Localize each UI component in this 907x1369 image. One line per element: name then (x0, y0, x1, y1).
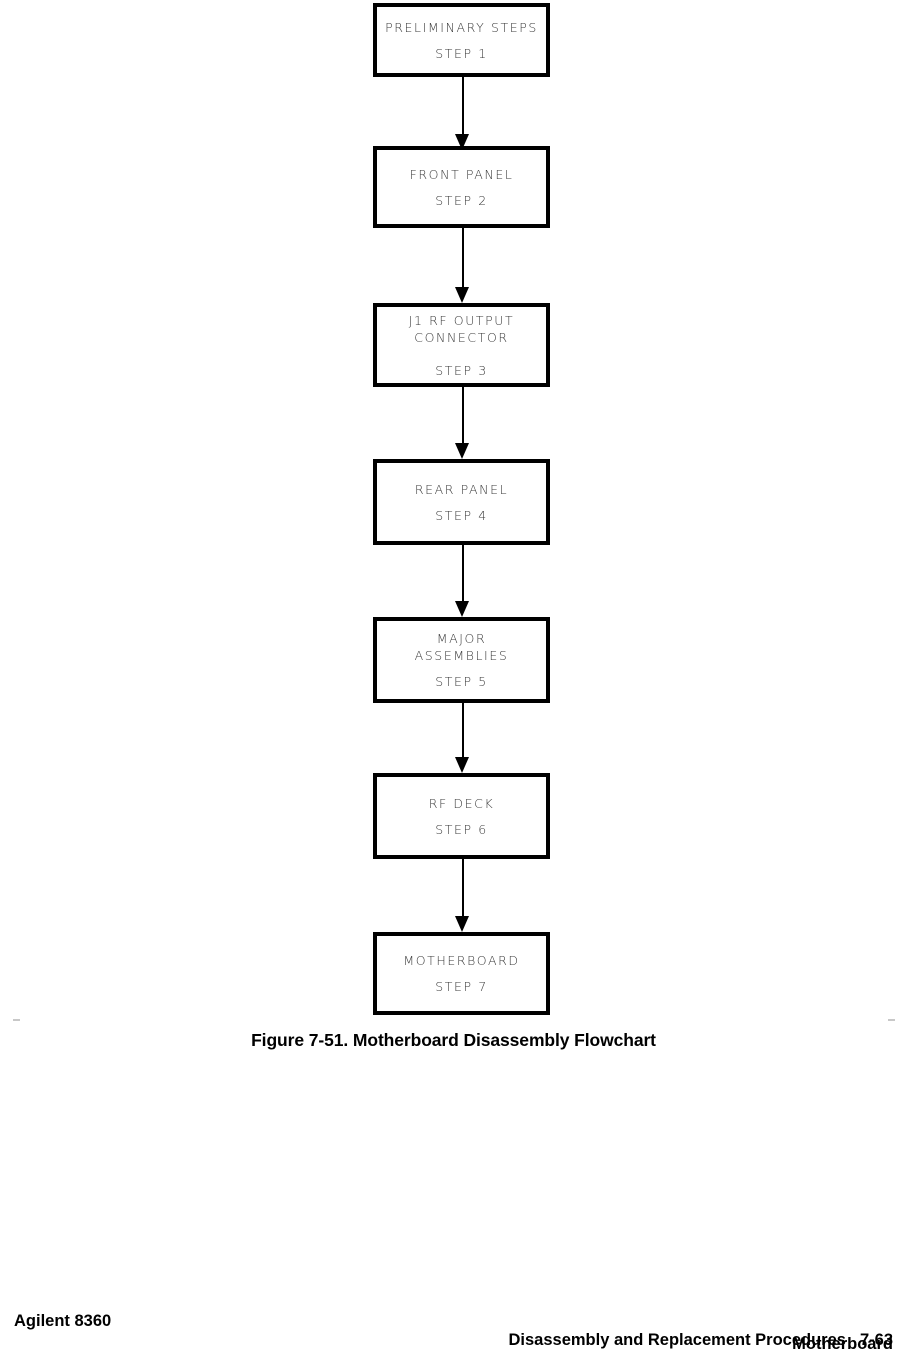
connector-stem (462, 859, 464, 916)
flowchart-node-title: REAR PANEL (414, 481, 509, 497)
flowchart-node-step-5: MAJOR ASSEMBLIES STEP 5 (373, 617, 550, 703)
flowchart-node-step-label: STEP 7 (435, 979, 488, 994)
connector-stem (462, 77, 464, 134)
arrow-down-icon (455, 443, 469, 459)
figure-caption: Figure 7-51. Motherboard Disassembly Flo… (251, 1030, 656, 1050)
flowchart-connector-1-to-2 (455, 77, 470, 150)
flowchart-node-step-1: PRELIMINARY STEPS STEP 1 (373, 3, 550, 77)
flowchart-node-title: RF DECK (428, 795, 495, 811)
footer-product-name: Agilent 8360 (14, 1312, 112, 1330)
connector-stem (462, 387, 464, 443)
flowchart-node-step-label: STEP 6 (435, 821, 488, 837)
flowchart-node-title: PRELIMINARY STEPS (385, 19, 538, 35)
connector-stem (462, 703, 464, 757)
flowchart-node-step-3: J1 RF OUTPUT CONNECTOR STEP 3 (373, 303, 550, 387)
flowchart-node-step-label: STEP 1 (435, 45, 488, 61)
arrow-down-icon (455, 287, 469, 303)
flowchart-node-step-label: STEP 3 (435, 362, 488, 378)
flowchart-connector-3-to-4 (455, 387, 470, 459)
arrow-down-icon (455, 916, 469, 932)
arrow-down-icon (455, 757, 469, 773)
flowchart-node-title: MOTHERBOARD (403, 953, 520, 968)
flowchart-node-step-6: RF DECK STEP 6 (373, 773, 550, 859)
footer-subsection-title: Motherboard (792, 1335, 893, 1353)
disassembly-flowchart: PRELIMINARY STEPS STEP 1 FRONT PANEL STE… (13, 3, 895, 1021)
flowchart-node-step-4: REAR PANEL STEP 4 (373, 459, 550, 545)
flowchart-node-step-7: MOTHERBOARD STEP 7 (373, 932, 550, 1015)
page-footer: Agilent 8360 Disassembly and Replacement… (0, 1312, 907, 1356)
flowchart-connector-5-to-6 (455, 703, 470, 773)
crop-mark-right (888, 1019, 895, 1021)
footer-section-title: Disassembly and Replacement Procedures (508, 1331, 846, 1349)
connector-stem (462, 545, 464, 601)
footer-page-number: 7-63 (859, 1331, 893, 1349)
flowchart-node-step-label: STEP 4 (435, 507, 488, 523)
flowchart-connector-6-to-7 (455, 859, 470, 932)
crop-mark-left (13, 1019, 20, 1021)
flowchart-connector-4-to-5 (455, 545, 470, 617)
flowchart-node-title: J1 RF OUTPUT CONNECTOR (408, 312, 515, 345)
arrow-down-icon (455, 601, 469, 617)
flowchart-node-step-label: STEP 5 (435, 674, 488, 689)
flowchart-node-title: MAJOR ASSEMBLIES (414, 631, 509, 663)
connector-stem (462, 228, 464, 287)
flowchart-connector-2-to-3 (455, 228, 470, 303)
footer-section-line: Disassembly and Replacement Procedures 7-… (490, 1312, 893, 1369)
flowchart-node-title: FRONT PANEL (409, 166, 514, 182)
flowchart-node-step-2: FRONT PANEL STEP 2 (373, 146, 550, 228)
flowchart-node-step-label: STEP 2 (435, 192, 488, 208)
